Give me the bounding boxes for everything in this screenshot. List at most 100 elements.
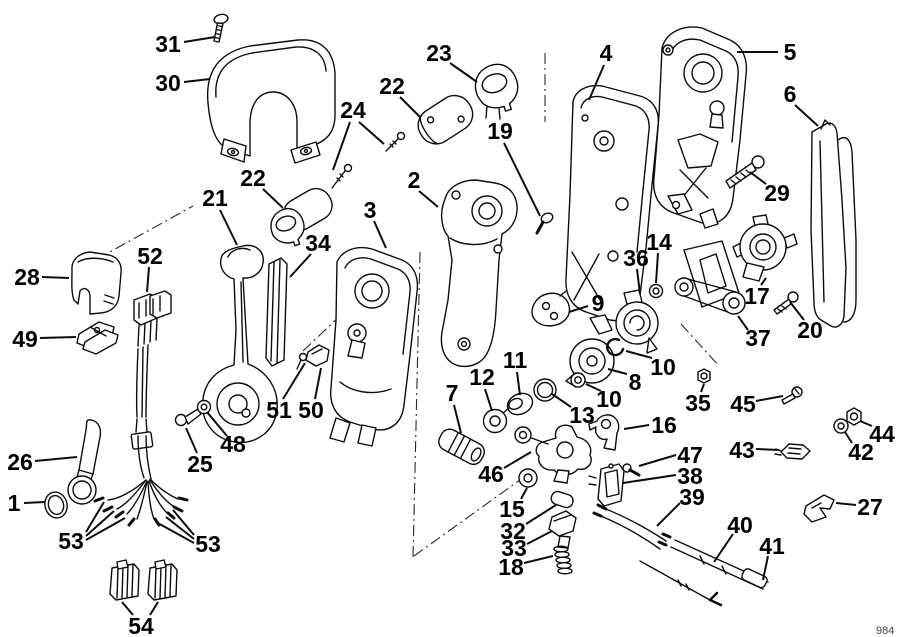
part-label-14-15: 14 bbox=[646, 229, 672, 255]
leader-line-30-1-0 bbox=[183, 78, 211, 83]
leader-line-28-17-0 bbox=[41, 276, 70, 279]
part-label-32-48: 32 bbox=[500, 518, 526, 544]
leader-line-20-21-0 bbox=[789, 301, 805, 321]
leader-line-14-15-0 bbox=[655, 252, 659, 284]
part-label-48-39: 48 bbox=[220, 431, 246, 457]
leader-line-11-27-0 bbox=[516, 371, 521, 396]
leader-line-35-30-0 bbox=[700, 383, 705, 393]
part-label-7-36: 7 bbox=[446, 380, 459, 406]
leader-line-4-5-0 bbox=[588, 64, 605, 101]
part-52-connector bbox=[130, 290, 172, 450]
leader-line-51-37-0 bbox=[282, 362, 306, 400]
part-41-cable bbox=[639, 560, 723, 607]
part-33-plunger bbox=[548, 510, 577, 549]
leader-line-53-54-2 bbox=[85, 517, 126, 541]
part-19-pin bbox=[535, 212, 554, 235]
part-label-52-18: 52 bbox=[137, 243, 163, 269]
leader-line-39-45-0 bbox=[656, 502, 681, 527]
leader-line-23-2-0 bbox=[449, 62, 478, 83]
part-label-8-24: 8 bbox=[629, 369, 642, 395]
leader-line-10-26-0 bbox=[585, 383, 602, 392]
part-label-11-27: 11 bbox=[503, 347, 528, 373]
leader-line-13-29-0 bbox=[551, 393, 572, 408]
part-13-oring bbox=[533, 378, 557, 402]
part-50-clamp bbox=[305, 344, 330, 367]
part-6-plate bbox=[810, 119, 857, 328]
part-29-screw bbox=[725, 155, 765, 189]
leader-line-19-9-0 bbox=[503, 142, 541, 217]
part-3-housing bbox=[329, 246, 419, 447]
part-31-screw bbox=[213, 13, 229, 43]
leader-line-16-32-0 bbox=[623, 424, 650, 430]
part-label-15-47: 15 bbox=[499, 496, 525, 522]
part-label-37-20: 37 bbox=[745, 325, 771, 351]
leader-line-47-43-0 bbox=[638, 454, 677, 467]
leader-line-24-4-0 bbox=[358, 121, 385, 145]
leader-line-1-42-0 bbox=[23, 501, 46, 504]
leader-line-9-23-0 bbox=[568, 305, 589, 313]
leader-line-25-40-0 bbox=[185, 427, 198, 454]
part-47-screw bbox=[622, 463, 641, 477]
leader-line-46-46-0 bbox=[503, 451, 532, 469]
leader-line-40-51-0 bbox=[713, 533, 734, 563]
part-label-21-12: 21 bbox=[202, 185, 228, 211]
leader-line-43-35-0 bbox=[755, 448, 780, 451]
part-42-washer bbox=[833, 418, 849, 434]
part-30-cover bbox=[206, 39, 336, 164]
leader-line-8-24-0 bbox=[607, 368, 628, 375]
part-9-plate bbox=[531, 290, 571, 327]
part-label-6-7: 6 bbox=[784, 81, 797, 107]
part-label-46-46: 46 bbox=[478, 461, 504, 487]
leader-line-36-16-0 bbox=[636, 268, 641, 295]
part-label-43-35: 43 bbox=[729, 437, 755, 463]
leader-line-21-12-0 bbox=[219, 209, 238, 246]
construction-line-5 bbox=[680, 323, 720, 367]
part-17-retainer bbox=[732, 214, 798, 282]
part-34-strip bbox=[265, 257, 288, 367]
part-label-24-4: 24 bbox=[340, 97, 366, 123]
leader-line-44-33-0 bbox=[859, 420, 873, 427]
part-1-ring bbox=[44, 491, 68, 519]
part-label-20-21: 20 bbox=[797, 317, 823, 343]
construction-line-3 bbox=[413, 471, 532, 557]
part-label-40-51: 40 bbox=[727, 512, 753, 538]
part-label-47-43: 47 bbox=[677, 442, 703, 468]
leader-line-45-31-0 bbox=[755, 395, 784, 402]
part-32-pin bbox=[550, 490, 574, 509]
leader-line-33-49-0 bbox=[526, 530, 553, 545]
leader-line-53-55-1 bbox=[165, 516, 195, 540]
part-label-38-44: 38 bbox=[677, 463, 703, 489]
part-11-cup bbox=[506, 392, 534, 416]
part-label-45-31: 45 bbox=[730, 391, 756, 417]
part-label-22-3: 22 bbox=[379, 73, 405, 99]
leader-line-22-3-0 bbox=[399, 96, 421, 118]
part-label-17-19: 17 bbox=[744, 283, 770, 309]
part-49-bracket bbox=[76, 321, 119, 355]
part-label-5-6: 5 bbox=[784, 39, 797, 65]
part-18-spring bbox=[553, 545, 573, 575]
leader-line-17-19-0 bbox=[760, 277, 767, 286]
part-label-39-45: 39 bbox=[679, 484, 705, 510]
part-label-54-56: 54 bbox=[128, 613, 154, 637]
part-label-42-34: 42 bbox=[848, 439, 874, 465]
part-label-10-26: 10 bbox=[596, 386, 622, 412]
part-12-grommet bbox=[482, 407, 510, 434]
leader-line-22-11-0 bbox=[262, 188, 284, 209]
part-label-50-38: 50 bbox=[298, 397, 324, 423]
leader-line-26-41-0 bbox=[34, 456, 78, 462]
construction-line-0 bbox=[96, 205, 194, 260]
part-28-cover bbox=[71, 251, 122, 315]
part-label-36-16: 36 bbox=[623, 245, 649, 271]
part-40-cable bbox=[657, 532, 769, 590]
part-15-washer bbox=[518, 468, 538, 488]
part-21-lever bbox=[201, 244, 278, 444]
part-label-33-49: 33 bbox=[501, 535, 527, 561]
leader-line-18-50-0 bbox=[523, 555, 554, 564]
part-label-16-32: 16 bbox=[651, 412, 677, 438]
part-label-22-11: 22 bbox=[240, 165, 266, 191]
part-label-53-55: 53 bbox=[195, 531, 221, 557]
part-4-housing bbox=[565, 84, 660, 335]
part-label-9-23: 9 bbox=[592, 290, 605, 316]
leader-line-2-10-0 bbox=[418, 190, 439, 208]
part-7-cylinder bbox=[438, 428, 486, 466]
